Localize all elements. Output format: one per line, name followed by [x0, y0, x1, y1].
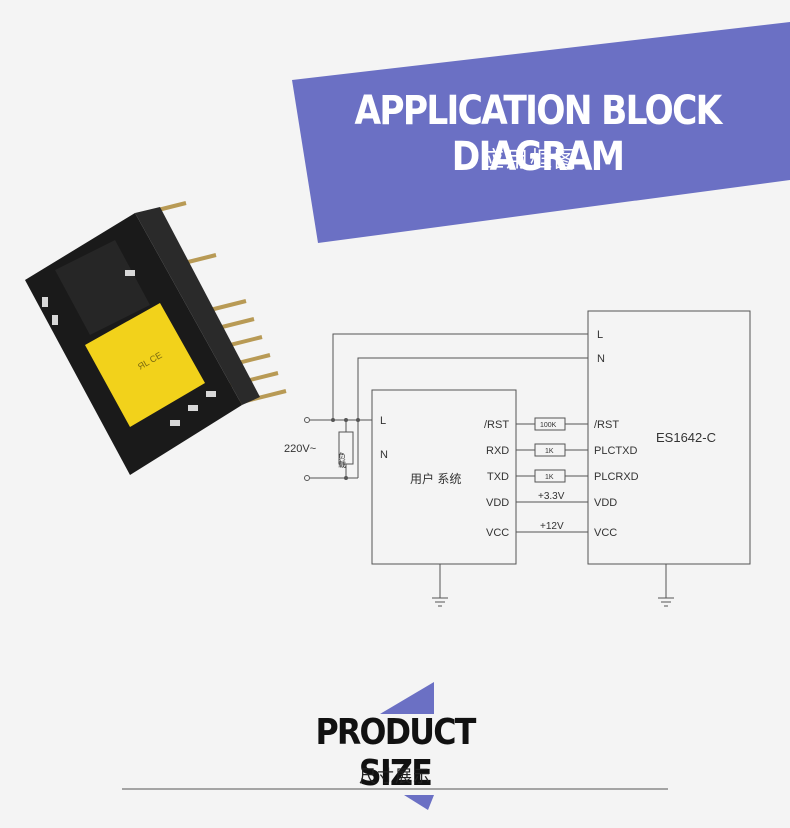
deco-triangle-top — [380, 682, 434, 714]
product-size-subtitle: 尺寸展示 — [290, 762, 500, 787]
deco-triangle-bottom — [404, 795, 434, 810]
